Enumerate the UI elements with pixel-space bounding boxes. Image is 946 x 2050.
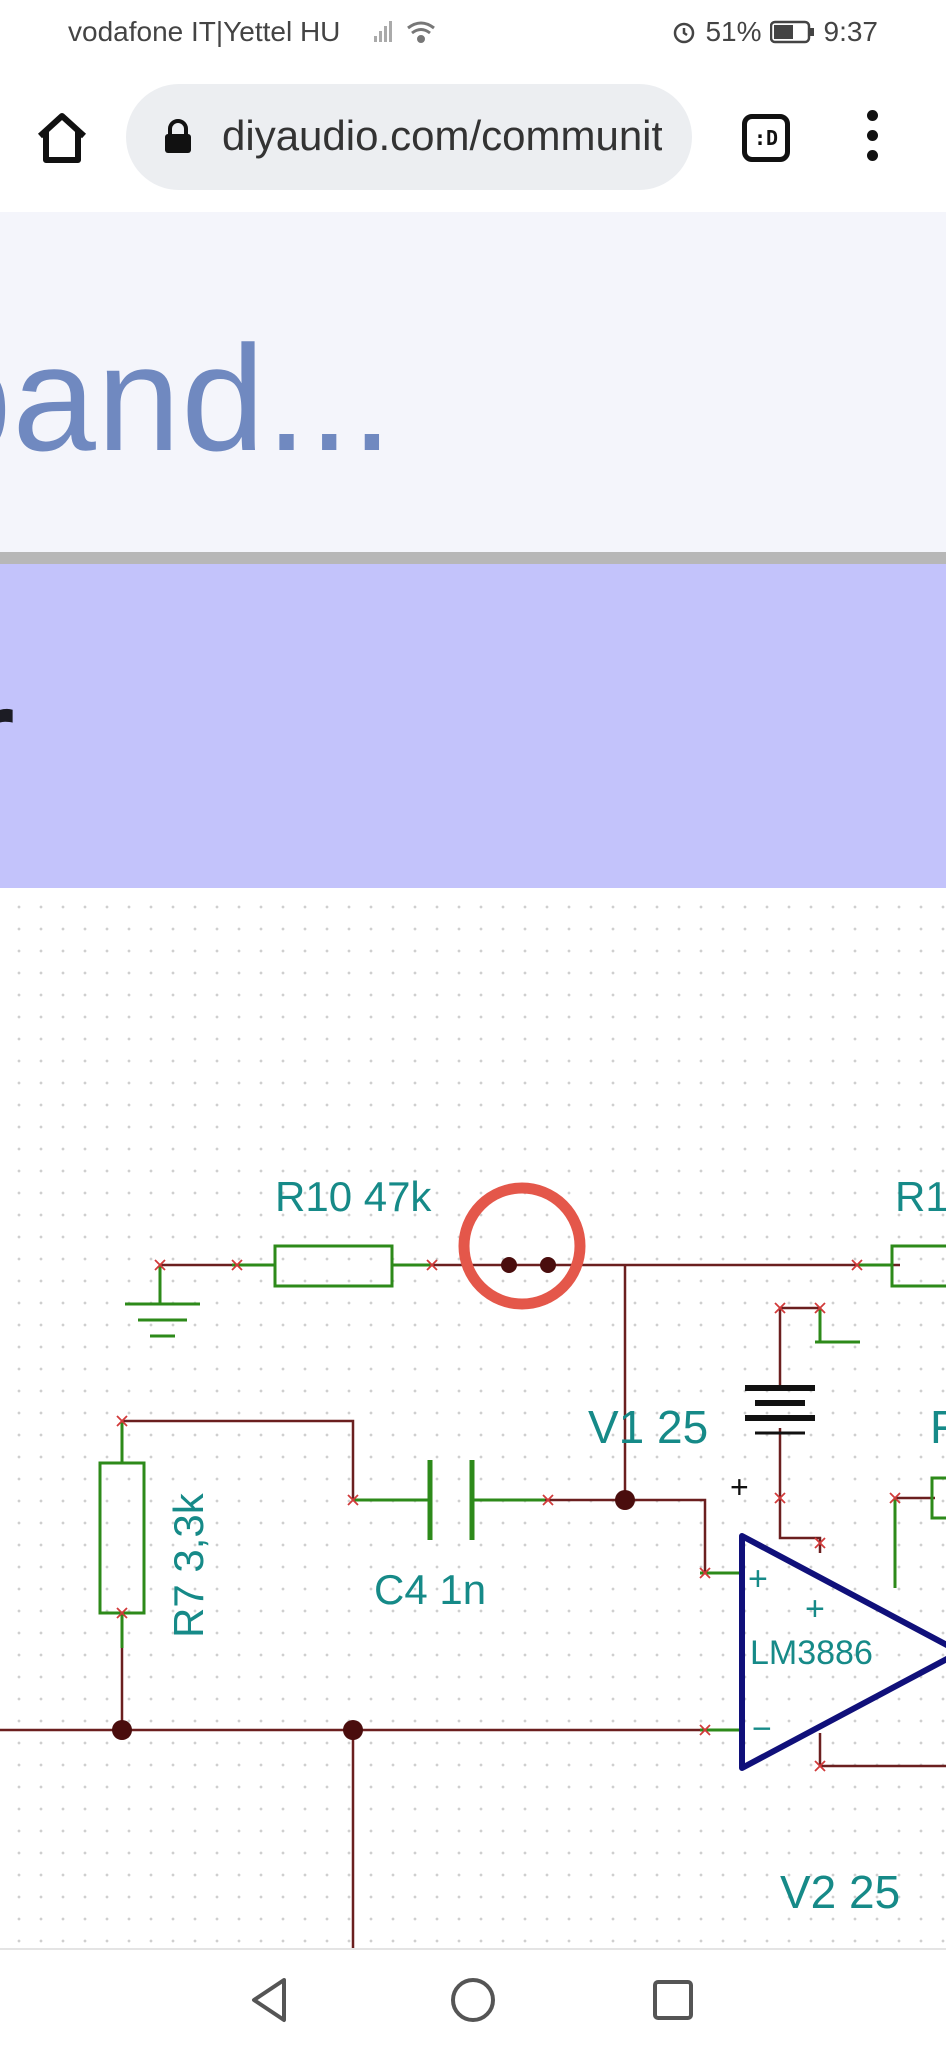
schematic-image: R10 47k R1 V1 25 F C4 1n R7 3,3k LM3886 … xyxy=(0,888,946,1948)
ground-symbols xyxy=(125,1265,860,1344)
more-vert-icon[interactable] xyxy=(856,110,888,170)
resistor-r10 xyxy=(273,1244,394,1288)
home-icon xyxy=(37,113,87,163)
label-battery-plus: + xyxy=(730,1469,749,1505)
battery-percent: 51% xyxy=(705,16,762,47)
label-c4: C4 1n xyxy=(374,1566,486,1613)
system-nav-bar xyxy=(0,1948,946,2050)
divider xyxy=(0,552,946,564)
browser-toolbar: diyaudio.com/communit :D xyxy=(0,64,946,214)
label-opamp: LM3886 xyxy=(750,1634,873,1672)
home-button[interactable] xyxy=(30,106,94,170)
label-r10: R10 47k xyxy=(275,1173,432,1220)
lock-icon xyxy=(165,119,191,153)
url-text: diyaudio.com/communit xyxy=(222,112,662,159)
components xyxy=(98,1244,946,1732)
home-circle-icon[interactable] xyxy=(445,1972,501,2028)
battery-v1 xyxy=(745,1385,815,1435)
resistor-r7 xyxy=(98,1461,146,1615)
label-in-plus: + xyxy=(748,1560,768,1598)
signal-icon xyxy=(374,21,392,42)
status-right: 51% 9:37 xyxy=(671,16,878,48)
battery-icon xyxy=(769,20,814,44)
banner-title: band... xyxy=(0,314,394,482)
clock: 9:37 xyxy=(823,16,879,47)
section-title: r xyxy=(0,660,15,820)
label-r-partial: F xyxy=(930,1401,946,1453)
alarm-icon xyxy=(674,22,695,44)
page-banner: band... xyxy=(0,212,946,552)
resistor-partial xyxy=(930,1476,946,1520)
label-in-plus-2: + xyxy=(805,1590,825,1628)
label-v1: V1 25 xyxy=(588,1401,708,1453)
label-r1: R1 xyxy=(895,1173,946,1220)
status-bar: vodafone IT|Yettel HU 51% 9:37 xyxy=(0,0,946,64)
tab-switcher-button[interactable]: :D xyxy=(742,114,790,162)
url-bar[interactable]: diyaudio.com/communit xyxy=(126,84,692,190)
recents-icon[interactable] xyxy=(645,1972,701,2028)
resistor-r1 xyxy=(890,1244,946,1288)
carrier-text: vodafone IT|Yettel HU xyxy=(68,16,341,47)
junction-nodes xyxy=(112,1257,635,1740)
pin-markers xyxy=(116,1259,901,1772)
wifi-icon xyxy=(407,21,435,43)
opamp-triangle xyxy=(739,1533,946,1771)
label-v2: V2 25 xyxy=(780,1866,900,1918)
signal-wifi-icons xyxy=(372,16,442,53)
highlight-circle xyxy=(458,1182,586,1310)
label-in-minus: − xyxy=(752,1710,772,1748)
back-icon[interactable] xyxy=(242,1972,298,2028)
section-header: r xyxy=(0,564,946,888)
label-r7: R7 3,3k xyxy=(165,1492,212,1638)
